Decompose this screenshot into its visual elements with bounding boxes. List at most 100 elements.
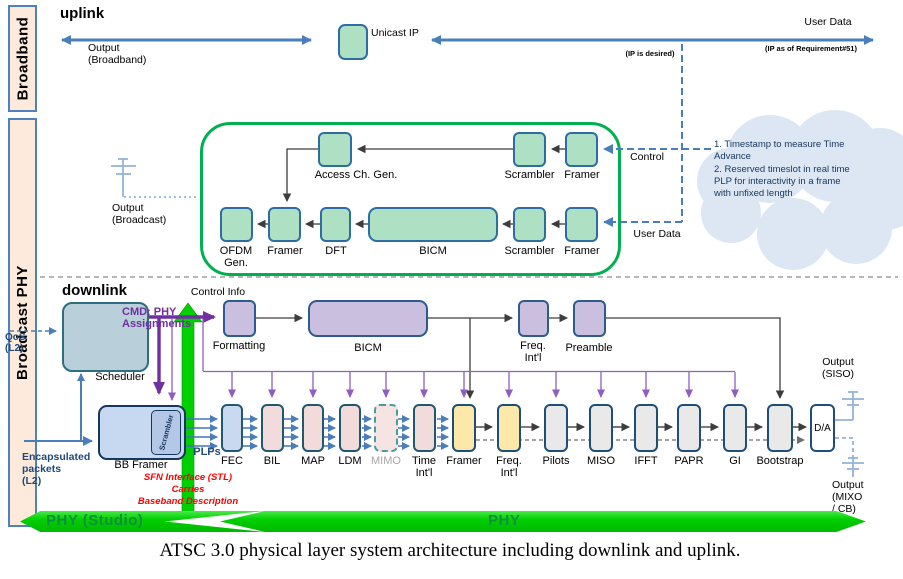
uplink-scrambler-bottom-box bbox=[513, 207, 546, 242]
phy-banner bbox=[20, 511, 866, 532]
scheduler-box bbox=[62, 302, 149, 372]
papr-label: PAPR bbox=[674, 455, 704, 467]
preamble-box bbox=[573, 300, 606, 337]
output-broadcast-label: Output (Broadcast) bbox=[112, 202, 167, 226]
map-label: MAP bbox=[301, 455, 325, 467]
miso-label: MISO bbox=[586, 455, 616, 467]
unicast-ip-label: Unicast IP bbox=[371, 27, 419, 39]
scrambler-inner-label: Scrambler bbox=[156, 413, 176, 452]
ldm-box bbox=[339, 404, 361, 452]
control-distribution-lines bbox=[202, 319, 739, 398]
framer-label: Framer bbox=[446, 455, 482, 467]
output-mixo-label: Output (MIXO / CB) bbox=[832, 479, 864, 515]
dashed-blue-routes bbox=[603, 44, 711, 227]
broadcast-phy-sidebar: Broadcast PHY bbox=[8, 118, 37, 527]
miso-box bbox=[589, 404, 613, 452]
framer-box bbox=[452, 404, 476, 452]
downlink-bicm-box bbox=[308, 300, 428, 337]
uplink-scrambler-top-label: Scrambler bbox=[504, 169, 555, 181]
plps-label: PLPs bbox=[193, 446, 221, 458]
stl-green-arrow bbox=[173, 302, 203, 514]
uplink-scrambler-top-box bbox=[513, 132, 546, 167]
downlink-bicm-label: BICM bbox=[354, 342, 382, 354]
access-ch-gen-label: Access Ch. Gen. bbox=[314, 169, 398, 181]
gi-box bbox=[723, 404, 747, 452]
qos-label: QoS (L2) bbox=[5, 332, 26, 355]
pilots-label: Pilots bbox=[542, 455, 570, 467]
uplink-bicm-box bbox=[368, 207, 498, 242]
uplink-scrambler-bottom-label: Scrambler bbox=[504, 245, 555, 257]
freq-interleaver-row2-label: Freq. Int'l bbox=[520, 340, 546, 365]
broadband-sidebar: Broadband bbox=[8, 5, 37, 112]
gi-label: GI bbox=[729, 455, 741, 467]
cloud-shape bbox=[820, 192, 892, 264]
access-ch-gen-box bbox=[318, 132, 352, 167]
cloud-note-text: 1. Timestamp to measure Time Advance 2. … bbox=[714, 139, 850, 200]
ip-desired-note: (IP is desired) bbox=[625, 49, 675, 58]
ifft-box bbox=[634, 404, 658, 452]
uplink-framer-bottom-right-label: Framer bbox=[564, 245, 600, 257]
cloud-shape bbox=[701, 183, 761, 243]
scrambler-inner-box: Scrambler bbox=[151, 410, 181, 455]
control-label: Control bbox=[630, 151, 664, 163]
control-info-label: Control Info bbox=[190, 286, 246, 298]
da-label: D/A bbox=[814, 422, 831, 434]
ifft-label: IFFT bbox=[634, 455, 658, 467]
bootstrap-box bbox=[767, 404, 793, 452]
ip-requirement-note: (IP as of Requirement#51) bbox=[765, 44, 857, 53]
bootstrap-label: Bootstrap bbox=[756, 455, 804, 467]
cmd-phy-assignments-label: CMD: PHY Assignments bbox=[122, 306, 192, 331]
siso-antenna-icon bbox=[835, 391, 864, 421]
broadcast-antenna-icon bbox=[111, 158, 136, 197]
pilots-box bbox=[544, 404, 568, 452]
encapsulated-packets-label: Encapsulated packets (L2) bbox=[22, 451, 91, 487]
dft-box bbox=[320, 207, 351, 242]
fec-box bbox=[221, 404, 243, 452]
cmd-purple-arrows bbox=[147, 311, 216, 401]
unicast-ip-box bbox=[338, 24, 368, 60]
phy-banner-label: PHY bbox=[488, 512, 521, 529]
downlink-title: downlink bbox=[62, 282, 127, 299]
encapsulated-input-arrows bbox=[24, 373, 93, 446]
fec-label: FEC bbox=[221, 455, 243, 467]
uplink-processing-container bbox=[200, 122, 621, 276]
user-data-label: User Data bbox=[633, 228, 681, 240]
scheduler-label: Scheduler bbox=[95, 371, 145, 383]
cloud-shape bbox=[757, 198, 829, 270]
uplink-framer-bottom-left-label: Framer bbox=[267, 245, 303, 257]
preamble-label: Preamble bbox=[565, 342, 613, 354]
output-siso-label: Output (SISO) bbox=[821, 356, 855, 380]
formatting-label: Formatting bbox=[212, 340, 266, 352]
dft-label: DFT bbox=[325, 245, 347, 257]
ldm-label: LDM bbox=[338, 455, 362, 467]
freq-interleaver-label: Freq. Int'l bbox=[496, 455, 522, 480]
formatting-box bbox=[223, 300, 256, 337]
time-interleaver-label: Time Int'l bbox=[411, 455, 437, 480]
bil-box bbox=[261, 404, 284, 452]
downlink-row2-arrows bbox=[256, 313, 785, 399]
user-data-top-label: User Data bbox=[804, 16, 852, 28]
plp-parallel-arrows bbox=[182, 415, 449, 450]
ofdm-gen-label: OFDM Gen. bbox=[219, 245, 253, 270]
phy-studio-banner-label: PHY (Studio) bbox=[46, 512, 144, 529]
freq-interleaver-row2-box bbox=[518, 300, 549, 337]
freq-interleaver-box bbox=[497, 404, 521, 452]
uplink-bicm-label: BICM bbox=[419, 245, 447, 257]
uplink-flow-arrows bbox=[257, 144, 565, 229]
output-broadband-label: Output (Broadband) bbox=[88, 42, 147, 66]
mimo-label: MIMO bbox=[371, 455, 401, 467]
bil-label: BIL bbox=[263, 455, 281, 467]
uplink-framer-bottom-right-box bbox=[565, 207, 598, 242]
uplink-framer-bottom-left-box bbox=[268, 207, 301, 242]
mimo-box bbox=[374, 404, 398, 452]
mixo-antenna-icon bbox=[835, 437, 864, 477]
bb-framer-label: BB Framer bbox=[114, 459, 168, 471]
map-box bbox=[302, 404, 324, 452]
uplink-framer-top-label: Framer bbox=[564, 169, 600, 181]
papr-box bbox=[677, 404, 701, 452]
da-box: D/A bbox=[810, 404, 835, 452]
ofdm-gen-box bbox=[220, 207, 253, 242]
figure-caption: ATSC 3.0 physical layer system architect… bbox=[159, 540, 741, 561]
sfn-interface-note: SFN Interface (STL) Carries Baseband Des… bbox=[137, 472, 239, 507]
